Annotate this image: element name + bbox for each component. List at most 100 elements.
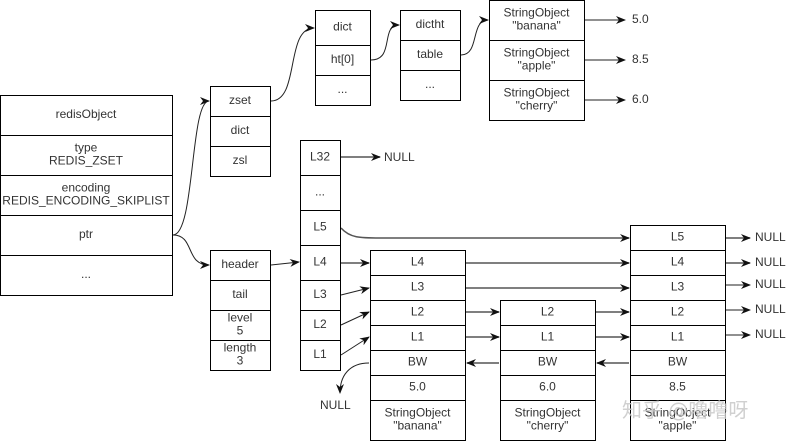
node-2-level-3-label: L2 (671, 305, 685, 319)
zset-row-1-label: dict (231, 123, 250, 137)
node-2-level-4-label: L1 (671, 330, 685, 344)
connectors (172, 16, 751, 394)
dict-entry-score-0: 5.0 (632, 12, 649, 26)
dict-entry-key-1-cell (489, 40, 585, 81)
apple-level-null-label-0: NULL (755, 230, 786, 244)
zset-struct (210, 86, 271, 177)
node-0-score-cell (370, 375, 466, 401)
node-0-backward-label: BW (408, 355, 428, 369)
header-level-4-cell (300, 280, 341, 311)
header-level-3-label: L4 (313, 255, 327, 269)
node-0-level-2-cell (370, 300, 466, 326)
node-2-level-0-label: L5 (671, 230, 685, 244)
node-2-level-1-label: L4 (671, 255, 685, 269)
watermark: 知乎 @噜噜呀 (622, 398, 748, 422)
node-1-backward-cell (500, 350, 596, 376)
node-1-level-0-label: L2 (541, 305, 555, 319)
header-level-4-label: L3 (313, 287, 327, 301)
zset-row-0-cell (210, 86, 271, 117)
dictht-row-2-label: ... (425, 77, 435, 91)
node-1-obj-cell (500, 400, 596, 441)
zset-row-2-cell (210, 146, 271, 177)
zskiplist-row-1-label: tail (232, 287, 247, 301)
header-level-6-cell (300, 340, 341, 371)
dictht-row-1-label: table (417, 47, 443, 61)
dict-entries (489, 0, 585, 121)
banana-backward-null-arrow (336, 362, 370, 394)
node-2-obj-cell (630, 400, 726, 441)
dict-entry-key-0-label: StringObject"banana" (503, 6, 570, 33)
header-l3-arrow (340, 286, 370, 296)
node-2-level-4-cell (630, 325, 726, 351)
dict-entry-key-2-label: StringObject"cherry" (503, 86, 570, 113)
header-level-1-label: ... (315, 185, 325, 199)
dict-entry-score-1: 8.5 (632, 52, 649, 66)
dictht-struct (400, 10, 461, 101)
node-1-score-label: 6.0 (539, 380, 556, 394)
redis-object-row-0-cell (0, 95, 173, 136)
redis-object-row-4-label: ... (81, 267, 91, 281)
redis-object-row-3-cell (0, 215, 173, 256)
node-0-level-2-label: L2 (411, 305, 425, 319)
node-2-level-2-label: L3 (671, 280, 685, 294)
node-1-obj-label: StringObject"cherry" (514, 406, 581, 433)
header-level-0-label: L32 (310, 150, 330, 164)
ptr-to-zset-arrow (172, 97, 210, 236)
dict-row-2-label: ... (337, 82, 347, 96)
node-0-score-label: 5.0 (409, 380, 426, 394)
skiplist-node-1 (500, 300, 596, 441)
node-0-level-0-label: L4 (411, 255, 425, 269)
dictht-row-0-label: dictht (416, 17, 445, 31)
header-level-6-label: L1 (313, 347, 327, 361)
l5-forward-arrow (340, 227, 630, 242)
zset-row-2-label: zsl (233, 153, 248, 167)
dict-row-1-label: ht[0] (331, 52, 354, 66)
header-node (300, 140, 341, 371)
header-pointer-arrow (270, 258, 300, 267)
dict-row-0-label: dict (333, 20, 352, 34)
redis-object-row-1-cell (0, 135, 173, 176)
node-0-level-0-cell (370, 250, 466, 276)
header-l2-arrow (340, 311, 370, 326)
apple-level-null-label-3: NULL (755, 302, 786, 316)
dict-row-1-cell (315, 45, 371, 76)
header-level-0-cell (300, 140, 341, 176)
node-1-backward-label: BW (538, 355, 558, 369)
redis-object-row-4-cell (0, 255, 173, 296)
node-0-backward-cell (370, 350, 466, 376)
zskiplist-row-0-cell (210, 250, 271, 281)
zset-to-dict-arrow (270, 24, 315, 102)
skiplist-node-2 (630, 225, 726, 441)
zskiplist-row-1-cell (210, 280, 271, 311)
banana-backward-null-label: NULL (320, 398, 351, 412)
node-2-level-3-cell (630, 300, 726, 326)
redis-object-row-3-label: ptr (79, 227, 93, 241)
table-to-entries-arrow (460, 16, 489, 56)
node-0-level-3-label: L1 (411, 330, 425, 344)
header-level-5-label: L2 (313, 317, 327, 331)
node-0-obj-label: StringObject"banana" (384, 406, 451, 433)
apple-level-null-label-2: NULL (755, 277, 786, 291)
ptr-to-zskiplist-arrow (172, 234, 210, 269)
dict-struct (315, 10, 371, 106)
apple-level-null-label-4: NULL (755, 327, 786, 341)
zskiplist-struct (210, 250, 271, 371)
skiplist-node-0 (370, 250, 466, 441)
node-2-level-1-cell (630, 250, 726, 276)
ht0-to-dictht-arrow (370, 21, 400, 61)
node-0-obj-cell (370, 400, 466, 441)
dict-entry-score-2: 6.0 (632, 92, 649, 106)
node-0-level-1-label: L3 (411, 280, 425, 294)
zskiplist-row-2-cell (210, 310, 271, 341)
node-2-obj-label: StringObject"apple" (644, 406, 711, 433)
dict-row-2-cell (315, 75, 371, 106)
dict-entry-key-1-label: StringObject"apple" (503, 46, 570, 73)
node-2-backward-cell (630, 350, 726, 376)
header-level-2-label: L5 (313, 220, 327, 234)
